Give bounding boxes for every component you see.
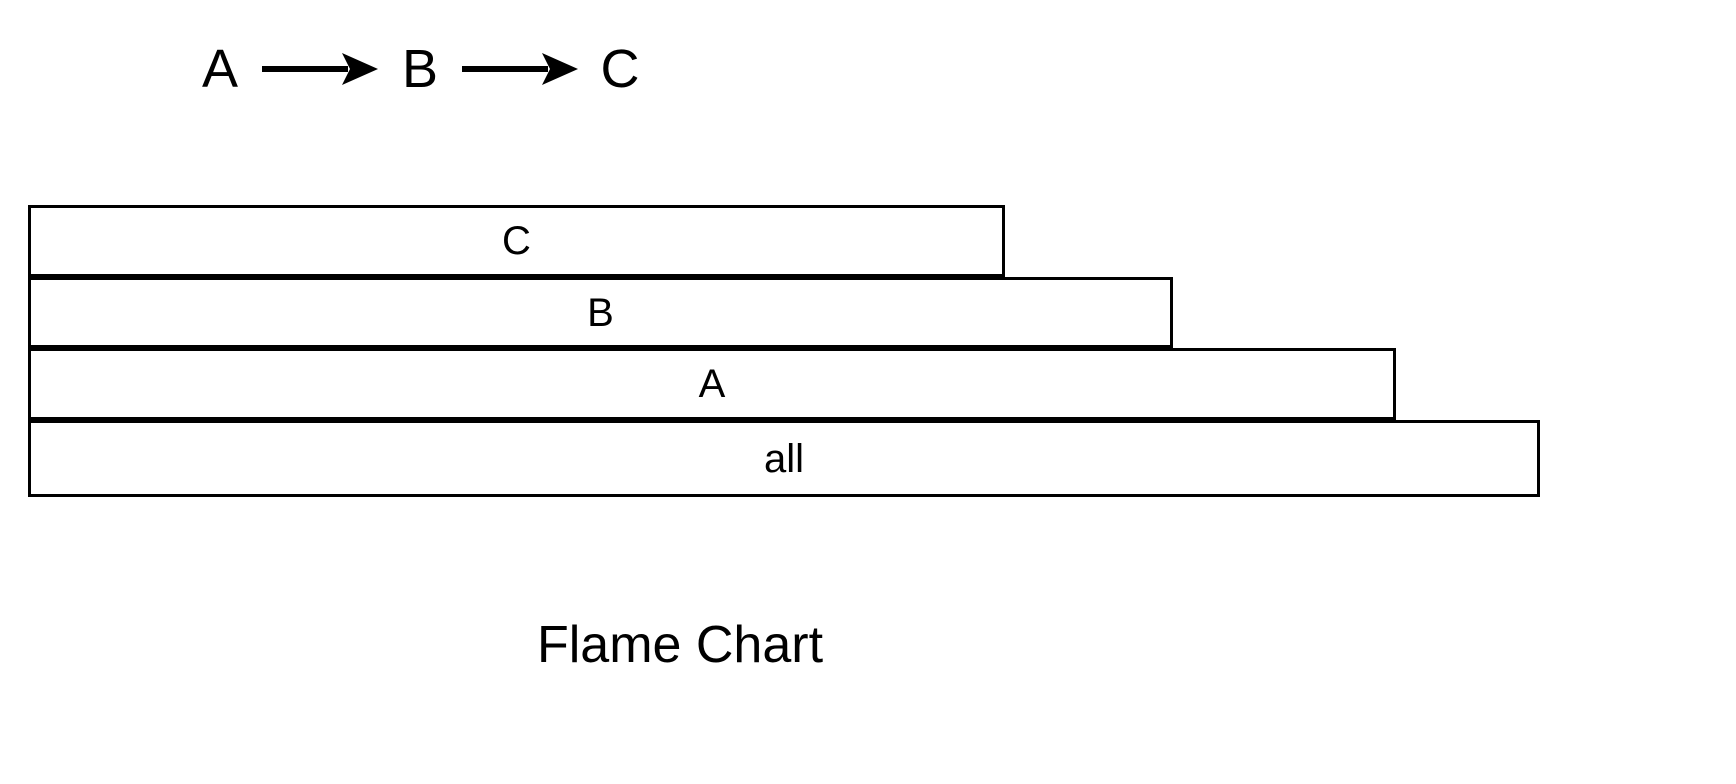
call-graph: A B C [200, 28, 640, 110]
flame-frame-label: B [587, 290, 614, 335]
arrow-right-icon [262, 42, 378, 96]
call-graph-node-c: C [600, 39, 640, 99]
flame-frame-label: all [763, 436, 805, 481]
flame-frame-b[interactable]: B [28, 277, 1173, 348]
call-graph-node-b: B [401, 39, 439, 99]
flame-frame-a[interactable]: A [28, 348, 1396, 420]
flame-frame-label: A [698, 362, 726, 406]
flame-frame-all[interactable]: all [28, 420, 1540, 497]
arrow-right-icon [462, 42, 578, 96]
flame-frame-c[interactable]: C [28, 205, 1005, 277]
chart-title: Flame Chart [536, 616, 824, 674]
flame-frame-label: C [502, 219, 531, 263]
call-graph-node-a: A [201, 39, 239, 99]
